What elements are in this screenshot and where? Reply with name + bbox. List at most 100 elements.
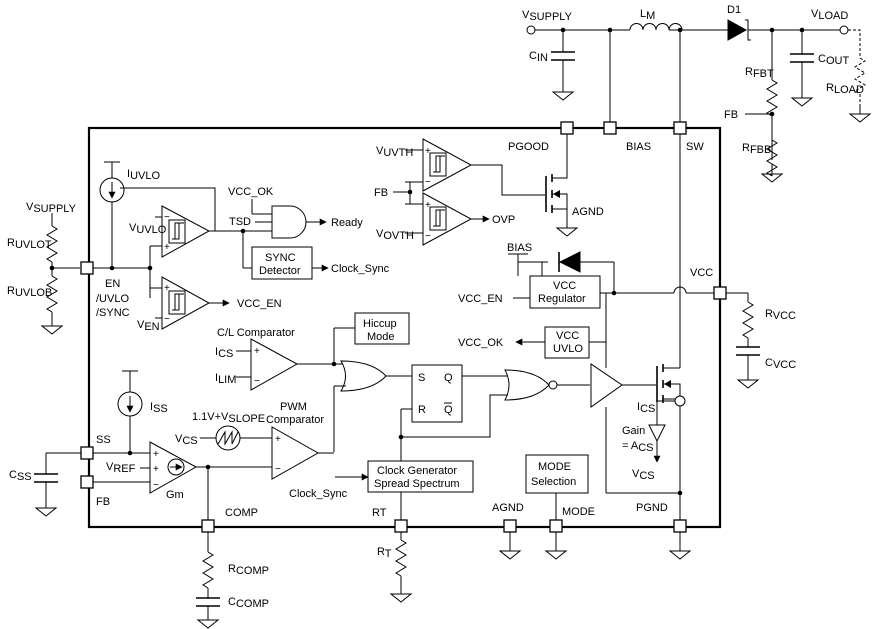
rfbt-label: RFBT	[745, 66, 774, 80]
ics-in-label: ICS	[215, 346, 233, 360]
svg-text:−: −	[425, 231, 431, 242]
gain-label-1: Gain	[622, 425, 645, 437]
hiccup-mode-label-2: Mode	[367, 331, 395, 343]
pin-fb-label: FB	[96, 496, 110, 508]
pin-ss	[80, 446, 94, 460]
mode-selection-block	[525, 454, 589, 494]
svg-text:−: −	[164, 212, 170, 223]
clock-generator-block	[367, 460, 474, 493]
pin-en-label-3: /SYNC	[96, 307, 130, 319]
svg-text:+: +	[275, 434, 281, 445]
pwm-logic: + −	[236, 134, 686, 522]
vcs-in-label: VCS	[175, 433, 198, 447]
gain-label-2: = ACS	[622, 440, 654, 454]
hiccup-mode-label-1: Hiccup	[363, 318, 397, 330]
pin-bias	[603, 121, 617, 135]
bias-internal-label: BIAS	[507, 242, 532, 254]
svg-text:+: +	[153, 464, 159, 475]
pin-ss-label: SS	[96, 434, 111, 446]
clock-section	[335, 454, 691, 603]
sync-detector-label-1: SYNC	[265, 252, 296, 264]
pin-en	[80, 261, 94, 275]
rt-label: RT	[377, 546, 392, 560]
sr-s-label: S	[418, 372, 425, 384]
sync-detector-block	[251, 246, 313, 280]
ccomp-label: CCOMP	[228, 596, 269, 610]
vcc-ok-top-label: VCC_OK	[228, 186, 274, 198]
pin-vcc-label: VCC	[690, 267, 713, 279]
pin-sw	[673, 121, 687, 135]
pin-rt	[394, 519, 408, 533]
tsd-label: TSD	[229, 216, 251, 228]
vref-label: VREF	[106, 461, 136, 475]
pin-mode-label: MODE	[562, 506, 595, 518]
mode-selection-label-2: Selection	[531, 476, 576, 488]
vcc-regulator-label-1: VCC	[553, 280, 576, 292]
fb-internal-label: FB	[374, 187, 388, 199]
rload-label: RLOAD	[826, 82, 864, 96]
fb-external-label: FB	[724, 109, 738, 121]
svg-text:−: −	[153, 480, 159, 491]
diode-d1	[727, 19, 748, 41]
gm-label: Gm	[166, 489, 184, 501]
rcomp-label: RCOMP	[228, 563, 269, 577]
svg-text:+: +	[153, 449, 159, 460]
vcc-uvlo-block	[544, 326, 590, 359]
vcc-uvlo-label-2: UVLO	[553, 343, 583, 355]
d1-label: D1	[727, 4, 741, 16]
ics-sense-label: ICS	[637, 401, 655, 415]
pin-pgood	[560, 121, 574, 135]
pin-agnd-label: AGND	[492, 502, 524, 514]
mode-selection-label-1: MODE	[538, 461, 571, 473]
pwm-comparator-label-1: PWM	[280, 401, 307, 413]
vcc-en-in-label: VCC_EN	[458, 293, 503, 305]
en-uvlo-section: − + + −	[41, 161, 272, 335]
lm-label: LM	[640, 8, 655, 22]
agnd-fet-label: AGND	[572, 206, 604, 218]
svg-text:−: −	[254, 376, 260, 387]
iuvlo-label: IUVLO	[127, 168, 160, 182]
inductor-lm	[629, 23, 683, 31]
pin-mode	[549, 519, 563, 533]
rfbb-label: RFBB	[742, 142, 771, 156]
pin-en-label-1: EN	[105, 278, 120, 290]
pin-pgnd-label: PGND	[636, 502, 668, 514]
vsupply-top-label: VSUPPLY	[522, 9, 573, 23]
ovp-label: OVP	[492, 214, 515, 226]
vcc-en-out-label: VCC_EN	[237, 298, 282, 310]
pin-bias-label: BIAS	[626, 141, 651, 153]
svg-text:−: −	[164, 314, 170, 325]
pgood-section: + − + −	[393, 134, 578, 246]
svg-text:+: +	[254, 346, 260, 357]
sync-detector-label-2: Detector	[259, 265, 301, 277]
pwm-comparator-label-2: Comparator	[266, 414, 324, 426]
vovth-label: VOVTH	[376, 228, 414, 242]
power-stage	[526, 19, 871, 183]
pin-sw-label: SW	[686, 141, 704, 153]
vcc-uvlo-label-1: VCC	[556, 330, 579, 342]
cin-label: CIN	[529, 50, 548, 64]
pin-pgnd	[673, 519, 687, 533]
vcc-regulator-block	[529, 275, 601, 309]
vcc-ok-out-label: VCC_OK	[458, 337, 504, 349]
svg-text:+: +	[164, 242, 170, 253]
iss-label: ISS	[150, 401, 168, 415]
sr-latch	[411, 364, 463, 423]
cl-comparator-label: C/L Comparator	[217, 327, 295, 339]
vuvth-label: VUVTH	[376, 145, 413, 159]
ruvlot-label: RUVLOT	[7, 237, 52, 251]
sr-r-label: R	[418, 404, 426, 416]
pin-comp	[201, 519, 215, 533]
pin-fb	[80, 475, 94, 489]
vload-label: VLOAD	[811, 8, 848, 22]
vsupply-terminal	[526, 25, 536, 35]
vsupply-left-label: VSUPPLY	[26, 201, 77, 215]
pin-en-label-2: /UVLO	[96, 293, 129, 305]
ready-logic	[251, 199, 329, 280]
ready-label: Ready	[331, 217, 363, 229]
pin-agnd	[503, 519, 517, 533]
pin-rt-label: RT	[372, 507, 387, 519]
pin-vcc	[713, 286, 727, 300]
error-amp-section: + + − + −	[34, 370, 334, 629]
